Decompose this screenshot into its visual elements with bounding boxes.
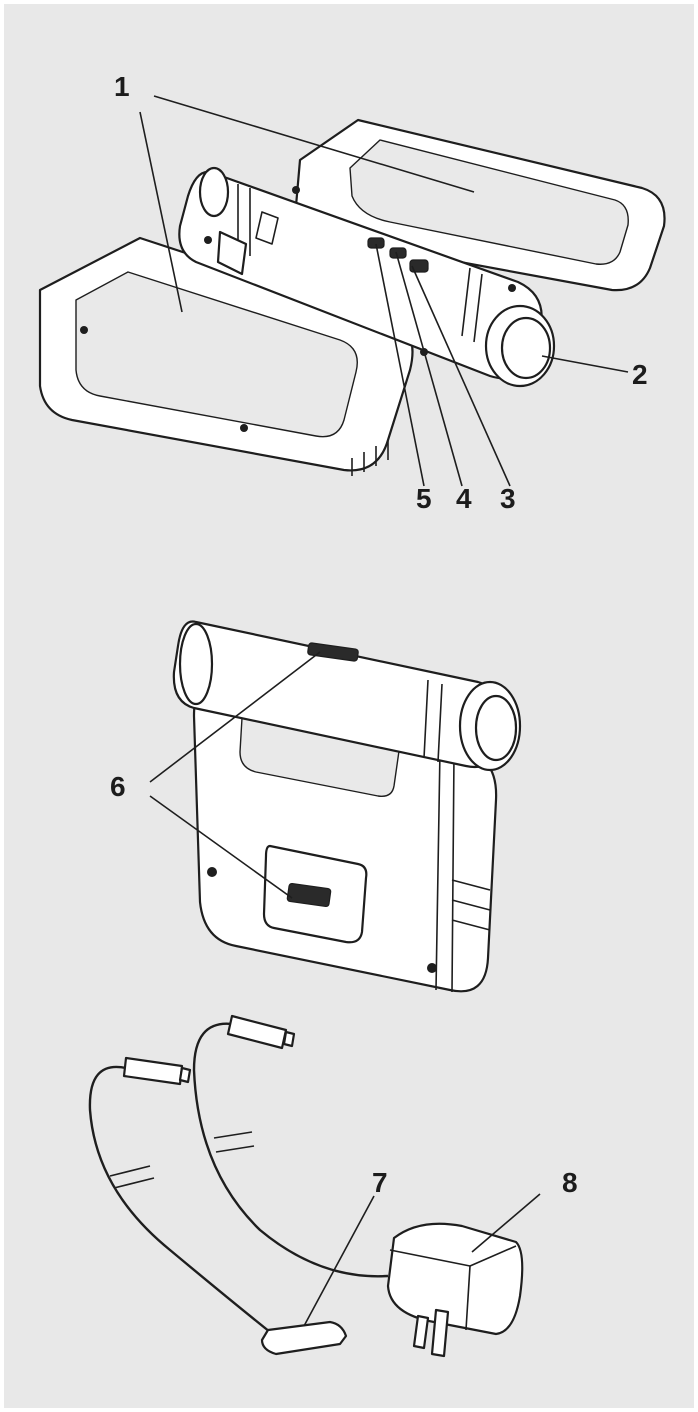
car-plug [260,1320,348,1356]
callout-6: 6 [110,771,126,802]
callout-2: 2 [632,359,648,390]
callout-8: 8 [562,1167,578,1198]
rear-led-field [349,139,629,265]
leader-lines [139,95,629,1327]
button-3 [409,259,429,273]
callout-7: 7 [372,1167,388,1198]
callout-4: 4 [456,483,472,514]
callout-1: 1 [114,71,130,102]
front-led-field [75,271,358,438]
callouts: 1 2 3 4 5 6 7 8 [110,71,648,1198]
handle-tube [178,170,543,380]
lens [500,316,552,380]
mains-adapter-cable [192,1014,524,1358]
latch-lower [286,882,332,908]
power-adapter [386,1222,524,1336]
car-charger-cable [88,1056,348,1356]
callout-3: 3 [500,483,516,514]
latch-upper [307,642,359,662]
callout-5: 5 [416,483,432,514]
work-light-open [38,118,666,476]
work-light-back [172,620,522,993]
